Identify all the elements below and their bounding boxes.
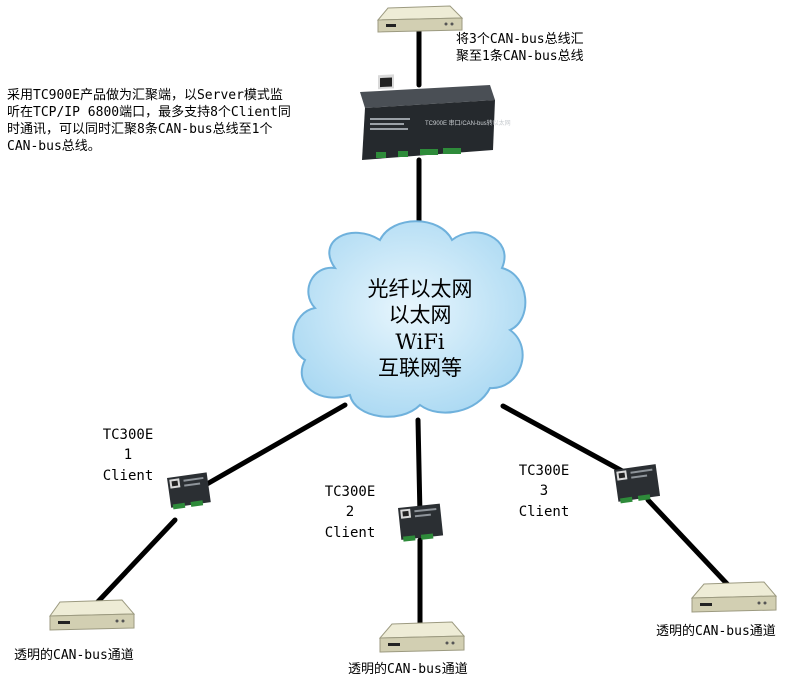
client-3-label: TC300E 3 Client (512, 461, 576, 522)
client-device-3 (614, 464, 661, 504)
top-terminal (376, 5, 464, 33)
aggregator-panel-text: TC900E 串口/CAN-bus转以太网 (425, 119, 511, 127)
terminal-3-caption: 透明的CAN-bus通道 (656, 624, 776, 639)
client-2-label: TC300E 2 Client (318, 482, 382, 543)
link-client-1-to-terminal (89, 517, 178, 611)
client-1-index: 1 (123, 447, 133, 464)
aggregator-description: 采用TC900E产品做为汇聚端，以Server模式监 听在TCP/IP 6800… (7, 88, 291, 156)
client-2-role: Client (324, 524, 376, 541)
aggregator-description-line2: 听在TCP/IP 6800端口，最多支持8个Client同 (7, 104, 291, 120)
client-1-role: Client (102, 467, 154, 484)
top-terminal-caption: 将3个CAN-bus总线汇 聚至1条CAN-bus总线 (456, 32, 584, 66)
client-3-model: TC300E (518, 463, 570, 479)
link-cloud-to-client-2 (415, 417, 423, 518)
aggregator-description-line1: 采用TC900E产品做为汇聚端，以Server模式监 (7, 88, 283, 103)
cloud-line-4: 互联网等 (378, 355, 462, 380)
aggregator-description-line3: 时通讯，可以同时汇聚8条CAN-bus总线至1个 (7, 121, 273, 137)
client-3-index: 3 (539, 483, 549, 500)
terminal-2 (378, 621, 466, 653)
top-terminal-caption-line1: 将3个CAN-bus总线汇 (456, 32, 584, 47)
links (89, 27, 733, 631)
client-2-index: 2 (345, 504, 355, 521)
terminal-2-caption: 透明的CAN-bus通道 (348, 662, 468, 677)
terminal-1-caption: 透明的CAN-bus通道 (14, 648, 134, 663)
network-cloud (292, 220, 527, 418)
network-cloud-label: 光纤以太网 以太网 WiFi 互联网等 (320, 276, 520, 381)
terminal-1 (49, 599, 136, 631)
cloud-line-3: WiFi (395, 329, 445, 354)
client-3-role: Client (518, 503, 570, 520)
cloud-shape (292, 220, 527, 418)
client-1-model: TC300E (102, 427, 154, 443)
link-cloud-to-client-3 (500, 403, 627, 475)
terminal-3 (690, 581, 778, 613)
client-2-model: TC300E (324, 484, 376, 500)
client-1-label: TC300E 1 Client (96, 425, 160, 486)
top-terminal-caption-line2: 聚至1条CAN-bus总线 (456, 48, 584, 64)
aggregator-description-line4: CAN-bus总线。 (7, 138, 101, 154)
client-device-2 (398, 503, 444, 542)
cloud-line-2: 以太网 (388, 303, 452, 328)
link-cloud-to-client-1 (197, 402, 348, 491)
cloud-line-1: 光纤以太网 (367, 277, 473, 301)
aggregator-device: TC900E 串口/CAN-bus转以太网 (360, 74, 511, 160)
link-client-3-to-terminal (645, 497, 733, 590)
client-device-1 (167, 472, 211, 510)
